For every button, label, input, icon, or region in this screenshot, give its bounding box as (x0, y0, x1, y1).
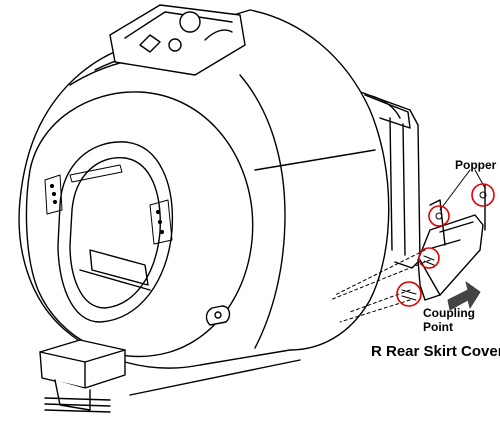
patient-table-end (40, 340, 125, 412)
coupling-label-line2: Point (423, 320, 453, 334)
popper-leader-lines (440, 170, 485, 210)
floor-edge (130, 360, 300, 395)
coupling-callout-lower (397, 282, 421, 306)
fastener-details (402, 192, 486, 300)
part-title-label: R Rear Skirt Cover (371, 343, 500, 360)
callout-circles (397, 184, 494, 306)
coupling-guide-lines (330, 250, 430, 322)
install-direction-arrow-icon (448, 282, 480, 310)
front-control-panels (45, 165, 172, 244)
popper-label: Popper (455, 158, 497, 172)
coupling-callout-upper (419, 248, 439, 268)
top-access-panel (110, 5, 245, 75)
popper-callout-lower (429, 206, 449, 226)
gantry-side-handle (206, 306, 229, 325)
popper-callout-upper (472, 184, 494, 206)
coupling-point-label: Coupling Point (423, 306, 475, 334)
coupling-label-line1: Coupling (423, 306, 475, 320)
